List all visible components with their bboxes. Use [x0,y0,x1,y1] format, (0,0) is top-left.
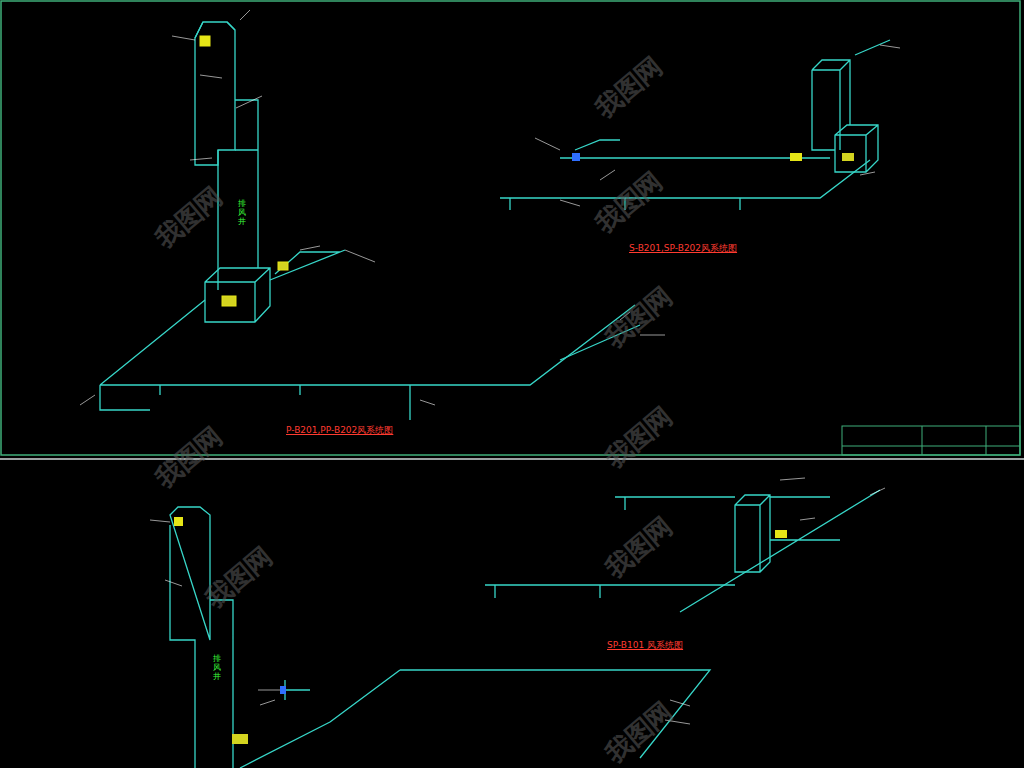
system-caption: S-B201,SP-B202风系统图 [628,242,738,255]
leader-lines [80,10,665,405]
leader-lines [535,45,900,206]
duct-system [485,490,880,612]
shaft-label: 排风井 [213,655,221,681]
watermark: 我图网 [148,419,230,496]
watermark: 我图网 [598,694,680,768]
title-block [842,426,1020,455]
duct-system [500,40,890,210]
shaft-label: 排风井 [238,200,246,226]
leader-lines [780,478,885,520]
damper-symbol [572,153,854,161]
system-caption: P-B201,PP-B202风系统图 [285,424,394,437]
duct-system [100,22,640,420]
watermark: 我图网 [598,279,680,356]
watermark: 我图网 [588,164,670,241]
sheet-frame [1,1,1020,455]
watermark: 我图网 [598,509,680,586]
watermark: 我图网 [598,399,680,476]
damper-symbol [775,530,787,538]
system-caption: SP-B101 风系统图 [606,639,684,652]
watermark: 我图网 [588,49,670,126]
sheet-divider [0,458,1024,460]
damper-symbol [174,517,286,744]
